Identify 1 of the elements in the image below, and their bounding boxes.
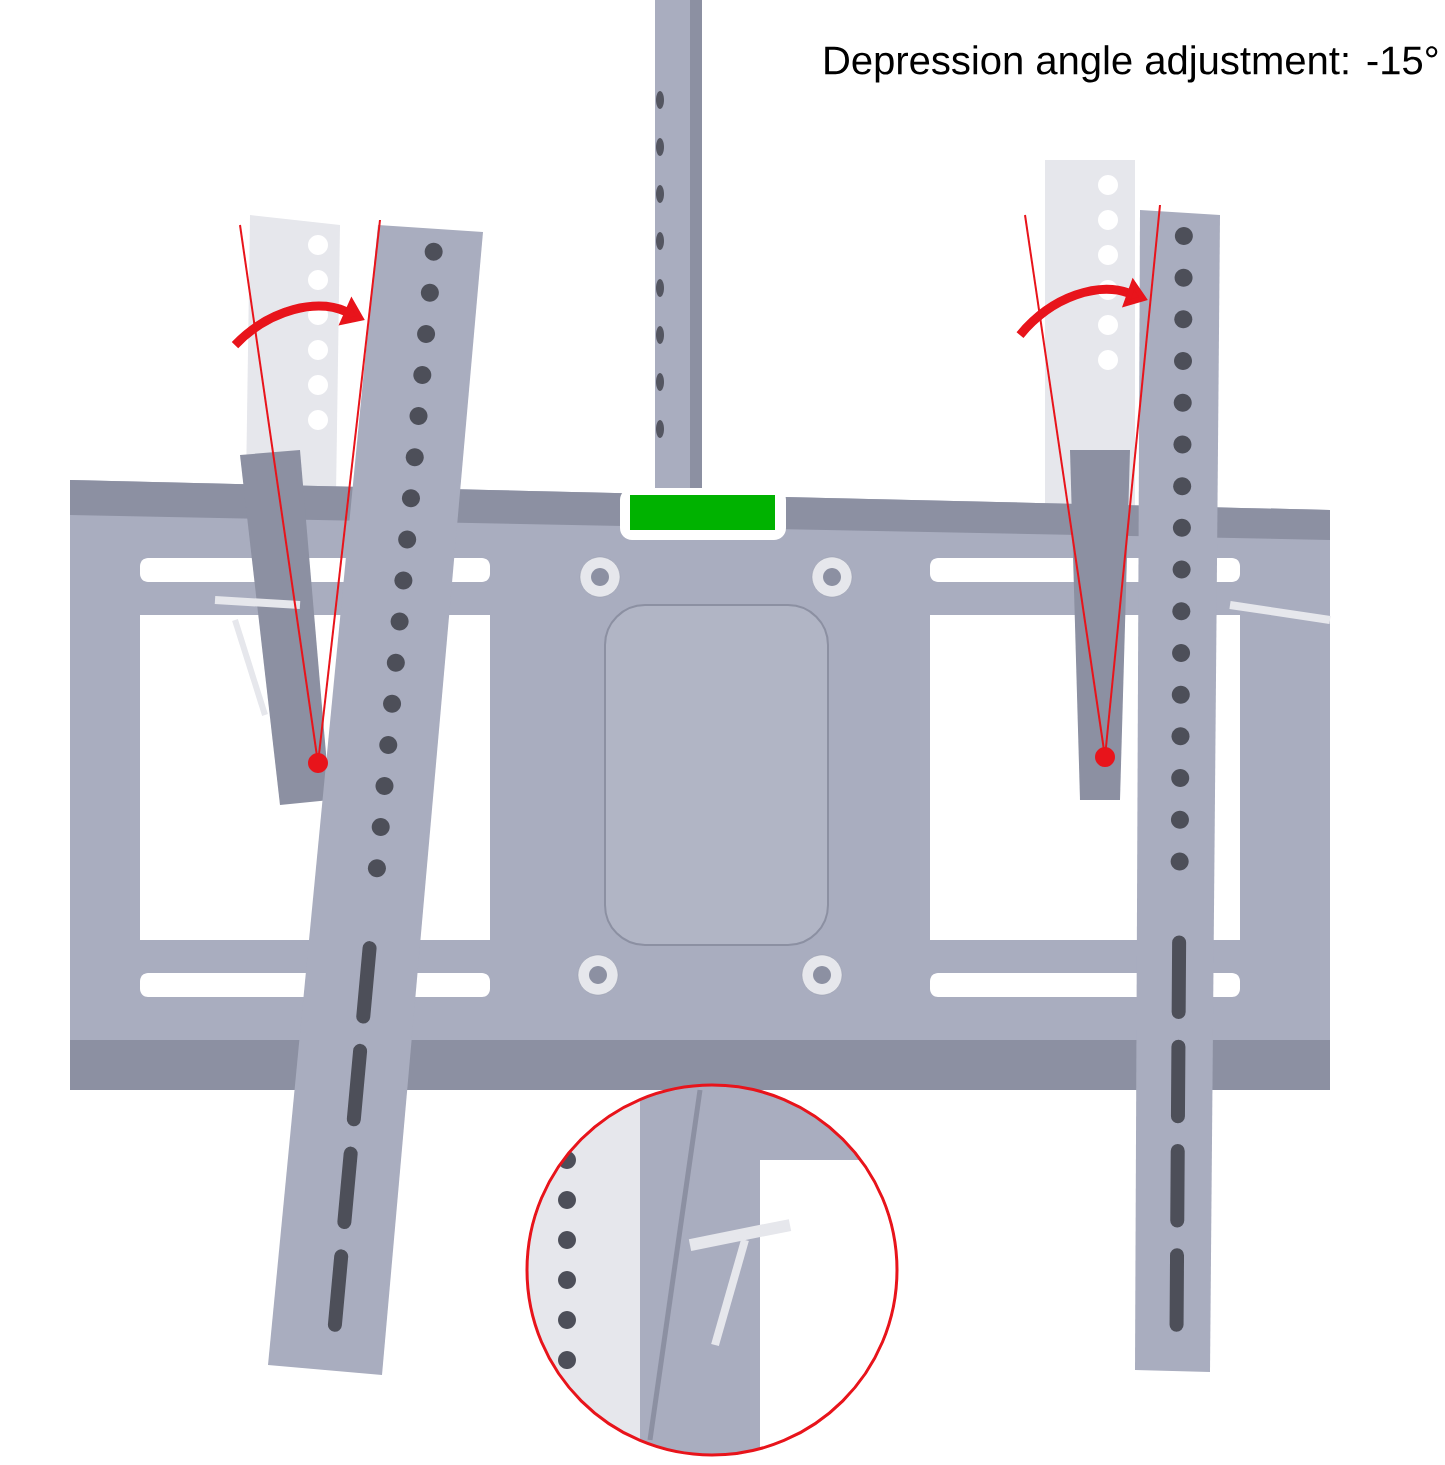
annotation-text: Depression angle adjustment: -15° — [825, 45, 1438, 83]
